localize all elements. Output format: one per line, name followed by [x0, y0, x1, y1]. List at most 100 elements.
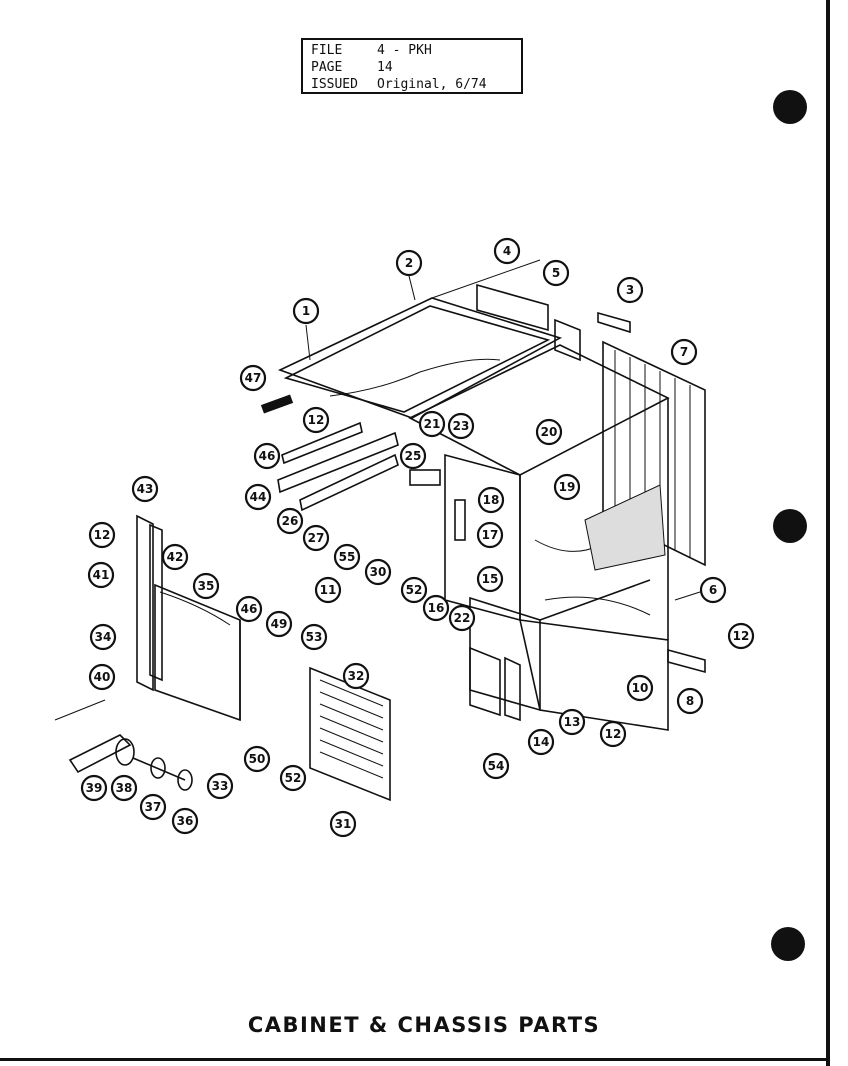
svg-text:1: 1: [302, 304, 310, 318]
svg-text:26: 26: [282, 514, 299, 528]
svg-text:40: 40: [94, 670, 111, 684]
side-louver-grille-part: [584, 340, 706, 571]
svg-text:3: 3: [626, 283, 634, 297]
callout-2: 2: [395, 249, 423, 301]
front-grille-part: [309, 666, 391, 802]
callout-7: 7: [670, 338, 698, 366]
svg-text:44: 44: [250, 490, 267, 504]
callout-16: 16: [422, 594, 450, 622]
issued-label: ISSUED: [311, 77, 358, 92]
svg-text:46: 46: [259, 449, 276, 463]
base-rails-part: [260, 394, 399, 512]
callout-22: 22: [448, 604, 476, 632]
svg-text:27: 27: [308, 531, 325, 545]
svg-text:30: 30: [370, 565, 387, 579]
callout-25: 25: [399, 442, 427, 470]
svg-text:49: 49: [271, 617, 288, 631]
svg-text:41: 41: [93, 568, 110, 582]
callout-30: 30: [364, 558, 392, 586]
callout-50: 50: [243, 745, 271, 773]
svg-text:42: 42: [167, 550, 184, 564]
svg-text:11: 11: [320, 583, 337, 597]
svg-text:31: 31: [335, 817, 352, 831]
file-value: 4 - PKH: [377, 43, 432, 58]
binder-hole-bottom: [771, 927, 805, 961]
svg-text:6: 6: [709, 583, 717, 597]
issued-row: ISSUED Original, 6/74: [311, 76, 513, 93]
svg-text:21: 21: [424, 417, 441, 431]
callout-53: 53: [300, 623, 328, 651]
svg-text:18: 18: [483, 493, 500, 507]
callout-38: 38: [110, 774, 138, 802]
callout-34: 34: [89, 623, 117, 651]
svg-text:16: 16: [428, 601, 445, 615]
page-row: PAGE 14: [311, 59, 513, 76]
callout-12-upper: 12: [302, 406, 330, 434]
svg-text:36: 36: [177, 814, 194, 828]
callout-6: 6: [674, 576, 727, 604]
callout-52-upper: 52: [400, 576, 428, 604]
svg-text:12: 12: [733, 629, 750, 643]
callout-35: 35: [192, 572, 220, 600]
svg-text:5: 5: [552, 266, 560, 280]
callout-41: 41: [87, 561, 115, 589]
svg-text:17: 17: [482, 528, 499, 542]
file-row: FILE 4 - PKH: [311, 42, 513, 59]
page-label: PAGE: [311, 60, 343, 75]
svg-text:12: 12: [605, 727, 622, 741]
svg-text:38: 38: [116, 781, 133, 795]
svg-text:23: 23: [453, 419, 470, 433]
callout-52-lower: 52: [279, 764, 307, 792]
bracket-parts: [409, 469, 706, 722]
callout-47: 47: [239, 364, 267, 392]
svg-text:12: 12: [94, 528, 111, 542]
callout-54: 54: [482, 752, 510, 780]
callout-27: 27: [302, 524, 330, 552]
callout-18: 18: [477, 486, 505, 514]
callout-21: 21: [418, 410, 446, 438]
callout-49: 49: [265, 610, 293, 638]
callout-4: 4: [493, 237, 521, 265]
svg-text:22: 22: [454, 611, 471, 625]
callout-32: 32: [342, 662, 370, 690]
callout-10: 10: [626, 674, 654, 702]
svg-text:2: 2: [405, 256, 413, 270]
filter-frame-part: [476, 283, 631, 362]
callout-40: 40: [88, 663, 116, 691]
callout-8: 8: [676, 687, 704, 715]
front-panel-part: [136, 514, 241, 722]
issued-value: Original, 6/74: [377, 77, 487, 92]
svg-text:10: 10: [632, 681, 649, 695]
page-edge-bottom: [0, 1058, 830, 1061]
file-info-box: FILE 4 - PKH PAGE 14 ISSUED Original, 6/…: [301, 38, 523, 94]
svg-text:12: 12: [308, 413, 325, 427]
svg-text:46: 46: [241, 602, 258, 616]
svg-text:25: 25: [405, 449, 422, 463]
callout-5: 5: [542, 259, 570, 287]
callout-37: 37: [139, 793, 167, 821]
svg-text:4: 4: [503, 244, 511, 258]
binder-hole-middle: [773, 509, 807, 543]
callout-12-right: 12: [727, 622, 755, 650]
callout-39: 39: [80, 774, 108, 802]
svg-text:39: 39: [86, 781, 103, 795]
callout-36: 36: [171, 807, 199, 835]
callout-55: 55: [333, 543, 361, 571]
svg-text:20: 20: [541, 425, 558, 439]
svg-text:37: 37: [145, 800, 162, 814]
callout-13: 13: [558, 708, 586, 736]
svg-text:54: 54: [488, 759, 505, 773]
callout-46-lower: 46: [235, 595, 263, 623]
callout-43: 43: [131, 475, 159, 503]
svg-text:35: 35: [198, 579, 215, 593]
callout-1: 1: [292, 297, 320, 361]
diagram-title: CABINET & CHASSIS PARTS: [247, 1013, 601, 1037]
svg-text:19: 19: [559, 480, 576, 494]
callout-33: 33: [206, 772, 234, 800]
svg-text:43: 43: [137, 482, 154, 496]
svg-text:33: 33: [212, 779, 229, 793]
file-label: FILE: [311, 43, 343, 58]
callout-31: 31: [329, 810, 357, 838]
